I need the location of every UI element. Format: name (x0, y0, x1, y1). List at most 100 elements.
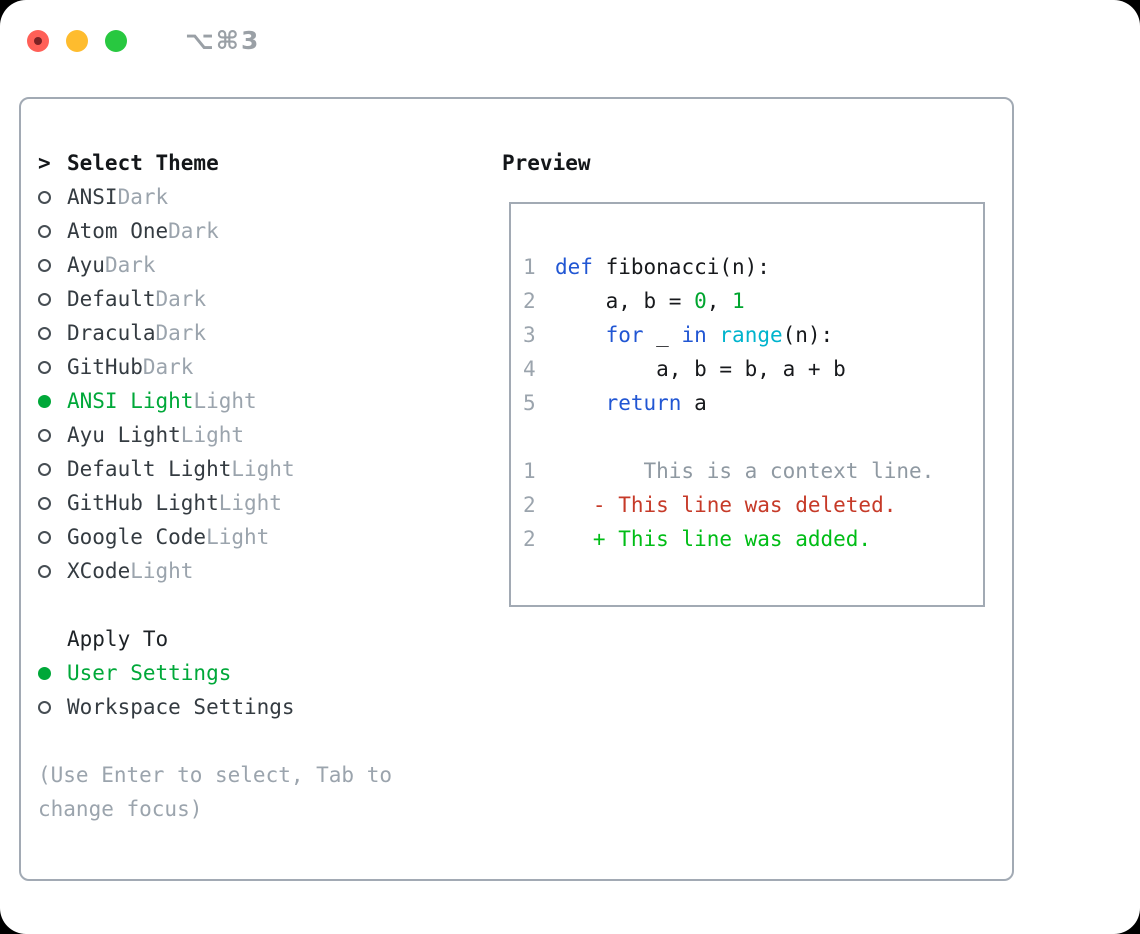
radio-unselected-icon (38, 258, 67, 272)
code-line-3: 3 for _ in range(n): (523, 318, 983, 352)
theme-variant-tag: Dark (117, 185, 169, 209)
code-token: a, b = (555, 289, 695, 313)
option-label: Ayu (67, 253, 105, 277)
close-button[interactable] (27, 29, 49, 52)
code-token: fibonacci(n): (592, 255, 770, 279)
radio-unselected-icon (38, 292, 67, 306)
radio-off-glyph (38, 326, 51, 340)
focus-cursor-icon: > (38, 151, 51, 175)
radio-off-glyph (38, 428, 51, 442)
code-token: return (605, 391, 682, 415)
theme-variant-tag: Dark (155, 287, 207, 311)
option-label: Atom One (67, 219, 169, 243)
unsaved-indicator-icon (34, 36, 42, 45)
theme-variant-tag: Dark (142, 355, 194, 379)
option-label: ANSI (67, 185, 118, 209)
theme-variant-tag: Light (206, 525, 270, 549)
radio-off-glyph (38, 530, 51, 544)
diff-line-0: 1 This is a context line. (523, 454, 983, 488)
line-number: 1 (523, 459, 536, 483)
theme-option-atom-one[interactable]: Atom One Dark (38, 214, 392, 248)
spacer (38, 724, 392, 758)
apply-option-workspace-settings[interactable]: Workspace Settings (38, 690, 392, 724)
line-number: 2 (523, 527, 536, 551)
zoom-button[interactable] (105, 29, 127, 52)
radio-unselected-icon (38, 564, 67, 578)
spacer (523, 420, 983, 454)
option-label: ANSI Light (67, 389, 194, 413)
theme-variant-tag: Light (218, 491, 282, 515)
radio-unselected-icon (38, 530, 67, 544)
option-label: Default (67, 287, 156, 311)
option-label: GitHub Light (67, 491, 219, 515)
select-theme-header: > Select Theme (38, 146, 392, 180)
code-token (707, 323, 720, 347)
titlebar: ⌥⌘3 (27, 26, 260, 55)
theme-option-google-code[interactable]: Google Code Light (38, 520, 392, 554)
theme-option-github-light[interactable]: GitHub Light Light (38, 486, 392, 520)
code-token: in (681, 323, 707, 347)
radio-off-glyph (38, 224, 51, 238)
theme-variant-tag: Dark (168, 219, 219, 243)
radio-unselected-icon (38, 462, 67, 476)
radio-off-glyph (38, 700, 51, 714)
window-title: ⌥⌘3 (185, 26, 261, 55)
line-number: 3 (523, 323, 536, 347)
code-line-2: 2 a, b = 0, 1 (523, 284, 983, 318)
theme-option-ayu[interactable]: Ayu Dark (38, 248, 392, 282)
code-token: 0 (694, 289, 707, 313)
code-token: a (681, 391, 707, 415)
option-label: Google Code (67, 525, 207, 549)
radio-unselected-icon (38, 224, 67, 238)
theme-option-default-light[interactable]: Default Light Light (38, 452, 392, 486)
theme-variant-tag: Light (130, 559, 194, 583)
apply-option-user-settings[interactable]: User Settings (38, 656, 392, 690)
theme-option-xcode[interactable]: XCode Light (38, 554, 392, 588)
code-token: (n): (782, 323, 834, 347)
code-token: + This line was added. (555, 527, 872, 551)
code-token (555, 391, 606, 415)
theme-variant-tag: Light (180, 423, 245, 447)
line-number: 2 (523, 289, 536, 313)
code-token: range (719, 323, 783, 347)
code-token: a, b = b, a + b (555, 357, 846, 381)
theme-option-default[interactable]: Default Dark (38, 282, 392, 316)
help-text-line-1: (Use Enter to select, Tab to (38, 763, 393, 787)
radio-unselected-icon (38, 190, 67, 204)
option-label: Dracula (67, 321, 156, 345)
radio-off-glyph (38, 496, 51, 510)
code-token: _ (643, 323, 682, 347)
code-token: This is a context line. (555, 459, 935, 483)
radio-selected-icon (38, 666, 67, 680)
theme-option-ansi-light[interactable]: ANSI Light Light (38, 384, 392, 418)
spacer (38, 588, 392, 622)
minimize-button[interactable] (66, 29, 88, 52)
option-label: Ayu Light (67, 423, 181, 447)
diff-line-1: 2 - This line was deleted. (523, 488, 983, 522)
apply-to-header: Apply To (38, 622, 392, 656)
theme-option-ayu-light[interactable]: Ayu Light Light (38, 418, 392, 452)
theme-option-github[interactable]: GitHub Dark (38, 350, 392, 384)
code-token: , (706, 289, 733, 313)
select-theme-title: Select Theme (67, 151, 219, 175)
theme-option-ansi[interactable]: ANSI Dark (38, 180, 392, 214)
option-label: Workspace Settings (67, 695, 295, 719)
radio-unselected-icon (38, 700, 67, 714)
theme-variant-tag: Dark (104, 253, 156, 277)
option-label: GitHub (67, 355, 143, 379)
radio-unselected-icon (38, 360, 67, 374)
theme-option-dracula[interactable]: Dracula Dark (38, 316, 392, 350)
code-token (555, 323, 606, 347)
radio-unselected-icon (38, 496, 67, 510)
help-text-line-2: change focus) (38, 797, 203, 821)
theme-variant-tag: Light (193, 389, 257, 413)
radio-selected-icon (38, 394, 67, 408)
theme-variant-tag: Dark (155, 321, 207, 345)
option-label: User Settings (67, 661, 232, 685)
radio-off-glyph (38, 462, 51, 476)
line-number: 1 (523, 255, 536, 279)
